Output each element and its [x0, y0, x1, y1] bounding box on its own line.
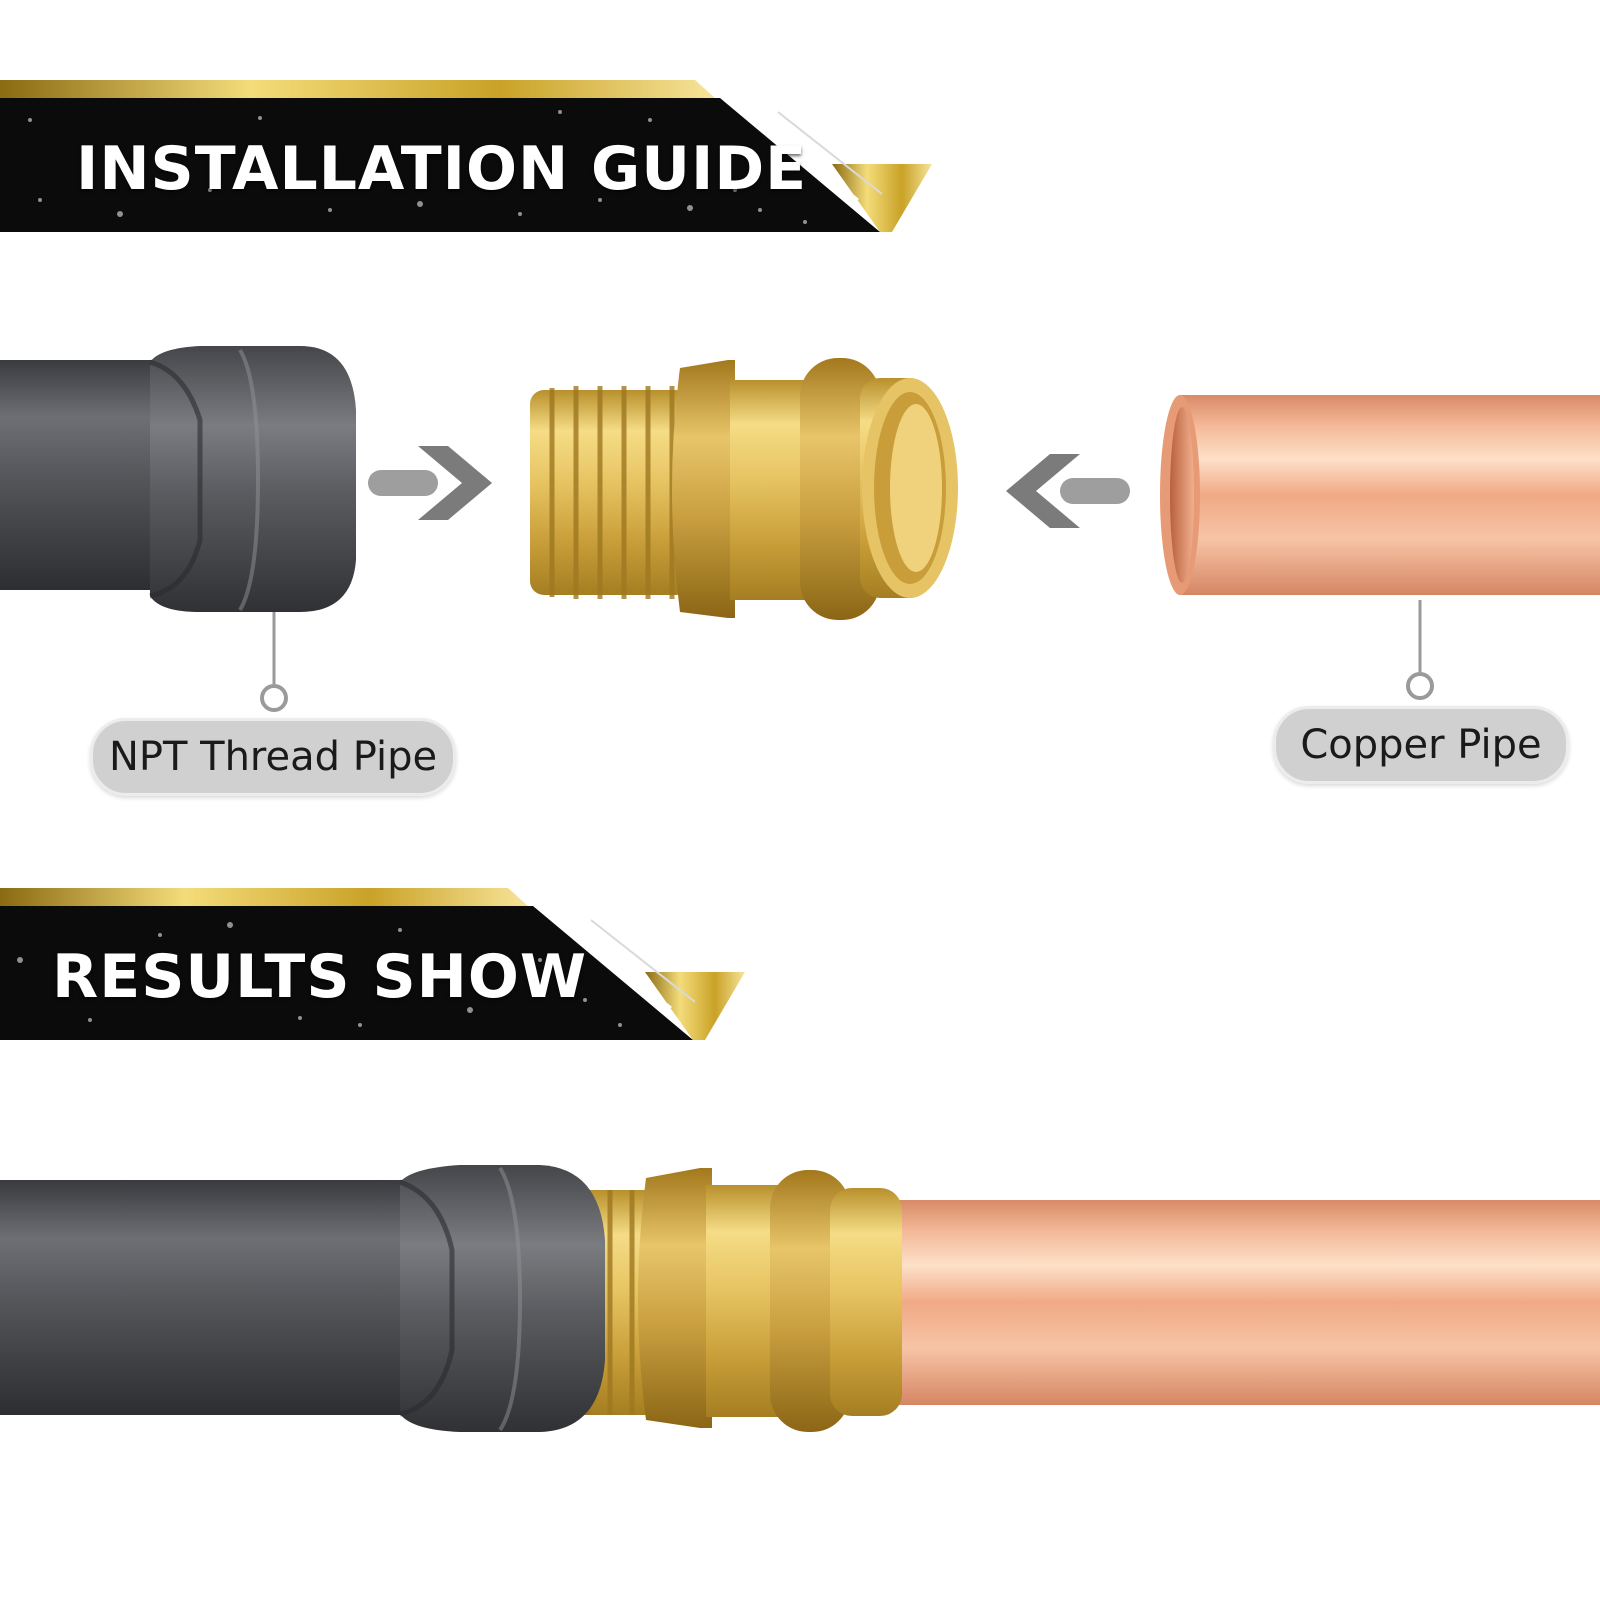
brass-fitting	[530, 358, 958, 620]
copper-pipe-label: Copper Pipe	[1273, 706, 1569, 784]
copper-callout	[1406, 600, 1434, 700]
arrow-right-icon	[368, 446, 492, 520]
banner-results	[0, 888, 745, 1043]
installation-guide-title: INSTALLATION GUIDE	[76, 134, 808, 204]
copper-pipe	[1160, 395, 1600, 595]
banner-installation	[0, 80, 932, 235]
npt-thread-pipe	[0, 346, 356, 612]
npt-callout	[260, 612, 288, 712]
arrow-left-icon	[1006, 454, 1130, 528]
results-show-title: RESULTS SHOW	[52, 942, 588, 1012]
assembled-pipe	[0, 1165, 1600, 1432]
npt-thread-pipe-label: NPT Thread Pipe	[90, 718, 456, 796]
